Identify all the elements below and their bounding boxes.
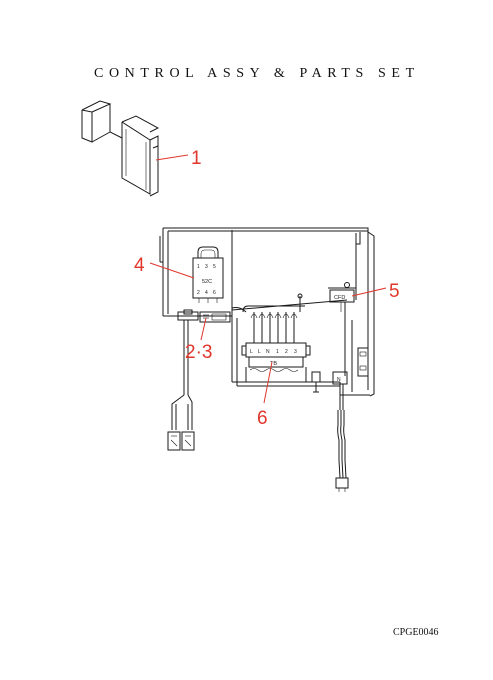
callout-5-leader — [351, 287, 387, 297]
callout-1: 1 — [191, 148, 202, 169]
tb-terminal-6: 3 — [294, 349, 297, 355]
relay-pin-2: 2 — [197, 290, 200, 296]
sensor-leads — [167, 320, 195, 451]
cord-tag-label: N — [337, 377, 341, 383]
capacitor-cfd: CFD — [328, 282, 356, 312]
relay-label: 52C — [202, 279, 212, 285]
side-switch — [357, 347, 369, 377]
callout-4-leader — [149, 262, 195, 279]
capacitor-label: CFD — [334, 295, 345, 301]
callout-6: 6 — [257, 408, 268, 429]
tb-terminal-5: 2 — [285, 349, 288, 355]
page-title: CONTROL ASSY & PARTS SET — [94, 66, 420, 81]
relay-pin-3: 3 — [205, 264, 208, 270]
power-cord: N — [332, 371, 349, 492]
relay-pin-1: 1 — [197, 264, 200, 270]
tb-terminal-1: L — [250, 349, 253, 355]
callout-2-3: 2·3 — [185, 342, 212, 363]
relay-pin-5: 5 — [213, 264, 216, 270]
callout-6-leader — [263, 361, 273, 404]
callout-1-leader — [155, 154, 189, 161]
callout-5: 5 — [389, 281, 400, 302]
tb-label: TB — [270, 361, 277, 367]
callout-4: 4 — [134, 255, 145, 276]
relay-52c: 1 3 5 52C 2 4 6 — [192, 246, 224, 303]
cable-clamp — [311, 371, 321, 393]
drawing-code: CPGE0046 — [393, 627, 439, 638]
tb-terminal-4: 1 — [276, 349, 279, 355]
callout-23-leader — [200, 317, 207, 341]
terminal-block-tb: L L N 1 2 3 TB — [231, 293, 311, 382]
relay-pin-6: 6 — [213, 290, 216, 296]
tb-terminal-2: L — [258, 349, 261, 355]
part-1-plate — [81, 100, 160, 197]
relay-pin-4: 4 — [205, 290, 208, 296]
tb-terminal-3: N — [266, 349, 270, 355]
